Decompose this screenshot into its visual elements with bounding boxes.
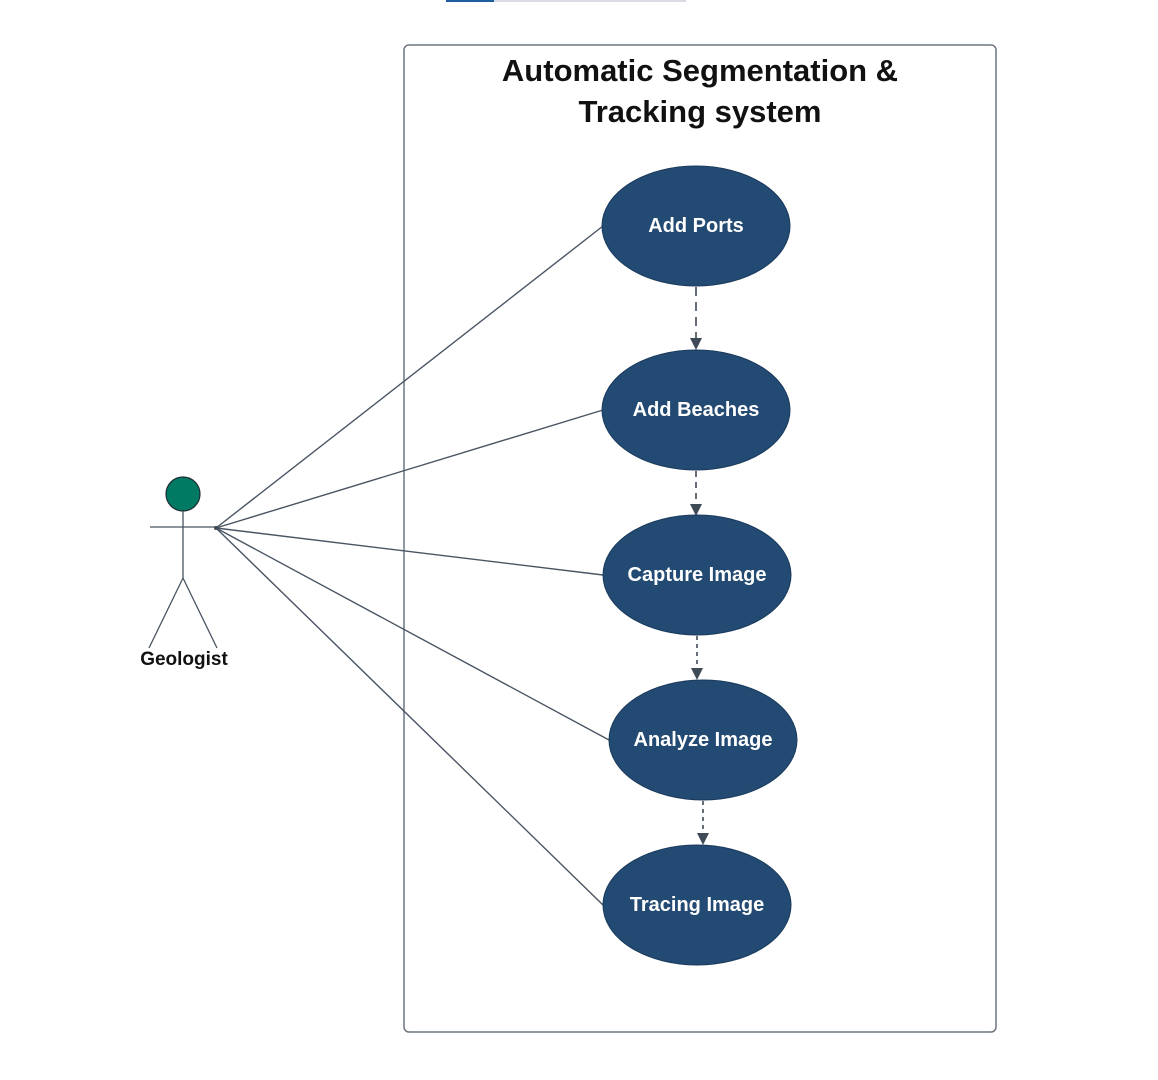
use-case-capture-image[interactable]: Capture Image (602, 514, 792, 636)
association-add-beaches[interactable] (215, 409, 604, 529)
use-case-shape[interactable] (608, 679, 798, 801)
association-tracing-image[interactable] (215, 527, 604, 906)
association-add-ports[interactable] (215, 225, 604, 529)
use-case-shape[interactable] (601, 349, 791, 471)
use-case-tracing-image[interactable]: Tracing Image (602, 844, 792, 966)
system-title-line-2: Tracking system (578, 94, 822, 129)
actor-associations (215, 225, 610, 906)
actor-left-leg (148, 577, 184, 649)
actor-right-leg (182, 577, 218, 649)
use-case-analyze-image[interactable]: Analyze Image (608, 679, 798, 801)
top-track-bar (494, 0, 686, 2)
dependency-arrows (690, 287, 709, 845)
system-title: Automatic Segmentation & Tracking system (404, 50, 996, 132)
use-case-add-ports[interactable]: Add Ports (601, 165, 791, 287)
use-case-add-beaches[interactable]: Add Beaches (601, 349, 791, 471)
use-case-label: Add Ports (648, 215, 744, 237)
actor-geologist[interactable]: Geologist (140, 476, 228, 670)
system-boundary (403, 44, 997, 1033)
association-anchor (214, 526, 218, 530)
actor-label: Geologist (140, 649, 228, 670)
use-case-shape[interactable] (602, 514, 792, 636)
actor-head (165, 476, 201, 512)
system-title-line-1: Automatic Segmentation & (501, 53, 899, 88)
use-case-label: Tracing Image (630, 894, 765, 916)
top-accent-bar (446, 0, 494, 2)
association-capture-image[interactable] (215, 527, 604, 576)
use-case-shape[interactable] (602, 844, 792, 966)
use-case-label: Add Beaches (633, 399, 760, 421)
use-case-label: Analyze Image (634, 729, 773, 751)
use-case-shape[interactable] (601, 165, 791, 287)
use-case-label: Capture Image (628, 564, 767, 586)
association-analyze-image[interactable] (215, 527, 610, 741)
